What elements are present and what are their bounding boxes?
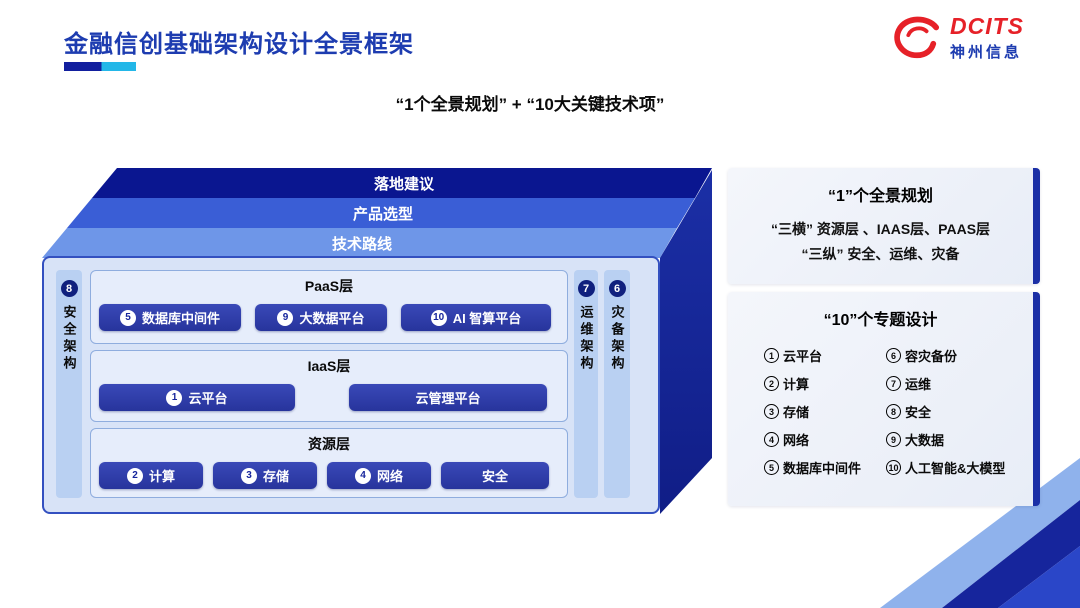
logo-brand-text: DCITS xyxy=(950,13,1024,39)
security-architecture-bar: 8 安全架构 xyxy=(56,270,82,498)
band-label: 落地建议 xyxy=(373,176,435,193)
topic-column-right: 6 容灾备份 7 运维 8 安全 9 大数据 10 人工智能&大模型 xyxy=(886,346,1005,477)
dcits-logo-icon xyxy=(894,16,940,59)
iaas-layer: IaaS层 1 云平台 云管理平台 xyxy=(90,350,568,422)
step-number: 1 xyxy=(166,389,183,406)
topic-item: 1 云平台 xyxy=(764,346,886,365)
topic-item: 5 数据库中间件 xyxy=(764,458,886,477)
chip-compute: 2 计算 xyxy=(99,462,203,489)
panel-line-horizontal: “三横” 资源层 、IAAS层、PAAS层 xyxy=(770,221,991,237)
topic-label: 网络 xyxy=(783,433,810,448)
chip-ai-platform: 10 AI 智算平台 xyxy=(401,304,551,331)
chip-label: 安全 xyxy=(481,469,508,484)
resource-layer: 资源层 2 计算 3 存储 4 网络 安全 xyxy=(90,428,568,498)
step-number: 3 xyxy=(240,467,257,484)
layer-band-landing-advice: 落地建议 xyxy=(92,168,712,198)
chip-security: 安全 xyxy=(441,462,549,489)
step-number: 10 xyxy=(430,309,447,326)
chip-label: 网络 xyxy=(376,469,403,484)
step-number: 5 xyxy=(119,309,136,326)
topic-number: 2 xyxy=(764,376,779,391)
topic-item: 7 运维 xyxy=(886,374,1005,393)
step-number: 8 xyxy=(60,280,78,297)
topic-number: 3 xyxy=(764,404,779,419)
topic-number: 7 xyxy=(886,376,901,391)
panel-body: “三横” 资源层 、IAAS层、PAAS层 “三纵” 安全、运维、灾备 xyxy=(728,217,1033,267)
topic-label: 存储 xyxy=(783,405,810,420)
topic-label: 数据库中间件 xyxy=(783,461,862,476)
panel-overview-plan: “1”个全景规划 “三横” 资源层 、IAAS层、PAAS层 “三纵” 安全、运… xyxy=(728,168,1040,284)
topic-item: 3 存储 xyxy=(764,402,886,421)
step-number: 9 xyxy=(277,309,294,326)
step-number: 2 xyxy=(126,467,143,484)
resource-button-row: 2 计算 3 存储 4 网络 安全 xyxy=(91,454,567,489)
layer-title: IaaS层 xyxy=(307,358,351,374)
chip-label: 云管理平台 xyxy=(415,391,481,406)
band-label: 产品选型 xyxy=(352,206,414,223)
chip-bigdata-platform: 9 大数据平台 xyxy=(255,304,387,331)
chip-label: 计算 xyxy=(148,469,175,484)
chip-cloud-management-platform: 云管理平台 xyxy=(349,384,547,411)
panel-title: “1”个全景规划 xyxy=(828,188,933,205)
topic-label: 大数据 xyxy=(905,433,945,448)
topic-item: 10 人工智能&大模型 xyxy=(886,458,1005,477)
disaster-recovery-architecture-bar: 6 灾备架构 xyxy=(604,270,630,498)
top-layer-stack: 落地建议 产品选型 技术路线 xyxy=(42,168,714,258)
topic-column-left: 1 云平台 2 计算 3 存储 4 网络 5 数据库中间件 xyxy=(764,346,886,477)
chip-database-middleware: 5 数据库中间件 xyxy=(99,304,241,331)
topic-number: 4 xyxy=(764,432,779,447)
layer-band-tech-route: 技术路线 xyxy=(42,228,677,258)
panel-topic-designs: “10”个专题设计 1 云平台 2 计算 3 存储 4 网络 xyxy=(728,292,1040,506)
logo-company-text: 神州信息 xyxy=(950,44,1023,61)
chip-network: 4 网络 xyxy=(327,462,431,489)
vertical-bar-label: 运维架构 xyxy=(578,305,594,373)
topic-item: 4 网络 xyxy=(764,430,886,449)
chip-label: 云平台 xyxy=(188,391,228,406)
step-number: 4 xyxy=(354,467,371,484)
chip-label: 大数据平台 xyxy=(299,311,365,326)
logo-text: DCITS 神州信息 xyxy=(950,14,1024,62)
band-label: 技术路线 xyxy=(331,236,393,253)
topic-item: 6 容灾备份 xyxy=(886,346,1005,365)
panel-title: “10”个专题设计 xyxy=(823,312,938,329)
layer-title: 资源层 xyxy=(308,436,350,452)
dcits-logo: DCITS 神州信息 xyxy=(890,14,1024,62)
topic-number: 10 xyxy=(886,460,901,475)
chip-cloud-platform: 1 云平台 xyxy=(99,384,295,411)
chip-label: AI 智算平台 xyxy=(452,311,522,326)
topic-item: 9 大数据 xyxy=(886,430,1005,449)
topic-number: 5 xyxy=(764,460,779,475)
page-title: 金融信创基础架构设计全景框架 xyxy=(64,31,414,58)
panel-line-vertical: “三纵” 安全、运维、灾备 xyxy=(801,246,960,262)
slide-subtitle: “1个全景规划” + “10大关键技术项” xyxy=(395,95,665,114)
topic-number: 6 xyxy=(886,348,901,363)
vertical-bar-label: 安全架构 xyxy=(61,305,77,373)
topic-label: 云平台 xyxy=(783,349,823,364)
step-number: 7 xyxy=(577,280,595,297)
topic-columns: 1 云平台 2 计算 3 存储 4 网络 5 数据库中间件 xyxy=(728,330,1033,477)
topic-label: 容灾备份 xyxy=(905,349,958,364)
vertical-bar-label: 灾备架构 xyxy=(609,305,625,373)
layer-title: PaaS层 xyxy=(304,278,354,294)
topic-number: 1 xyxy=(764,348,779,363)
topic-label: 运维 xyxy=(905,377,932,392)
paas-button-row: 5 数据库中间件 9 大数据平台 10 AI 智算平台 xyxy=(91,296,567,331)
topic-label: 人工智能&大模型 xyxy=(905,461,1006,476)
iaas-button-row: 1 云平台 云管理平台 xyxy=(91,376,567,411)
topic-label: 计算 xyxy=(783,377,810,392)
chip-storage: 3 存储 xyxy=(213,462,317,489)
step-number: 6 xyxy=(608,280,626,297)
paas-layer: PaaS层 5 数据库中间件 9 大数据平台 10 AI 智算平台 xyxy=(90,270,568,344)
topic-item: 2 计算 xyxy=(764,374,886,393)
topic-number: 8 xyxy=(886,404,901,419)
chip-label: 存储 xyxy=(262,469,289,484)
ops-architecture-bar: 7 运维架构 xyxy=(574,270,598,498)
layer-band-product-selection: 产品选型 xyxy=(67,198,695,228)
topic-label: 安全 xyxy=(905,405,932,420)
title-underline xyxy=(64,62,136,71)
chip-label: 数据库中间件 xyxy=(141,311,220,326)
topic-number: 9 xyxy=(886,432,901,447)
topic-item: 8 安全 xyxy=(886,402,1005,421)
